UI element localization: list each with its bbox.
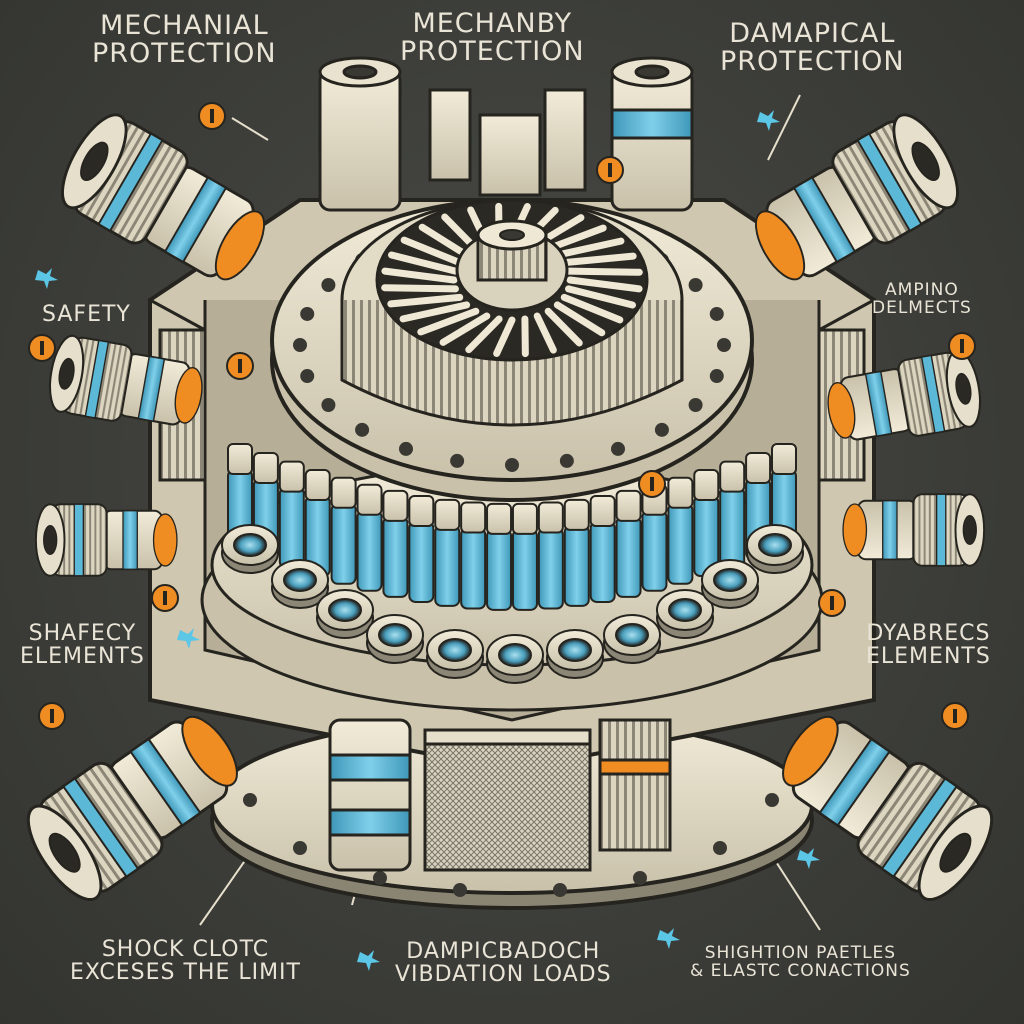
sparkle-icon [35, 110, 820, 971]
central-turbine [270, 198, 754, 502]
mesh-filter [328, 718, 672, 872]
turbine-fan-icon [381, 202, 643, 358]
bearing-ring-row [221, 524, 804, 684]
label-safety: SAFETY [42, 302, 131, 327]
top-component-cluster [318, 56, 694, 212]
label-bottom-right: SHIGHTION PAETLES& ELASTC CONACTIONS [690, 943, 911, 981]
marker-dot-icon [28, 102, 976, 730]
